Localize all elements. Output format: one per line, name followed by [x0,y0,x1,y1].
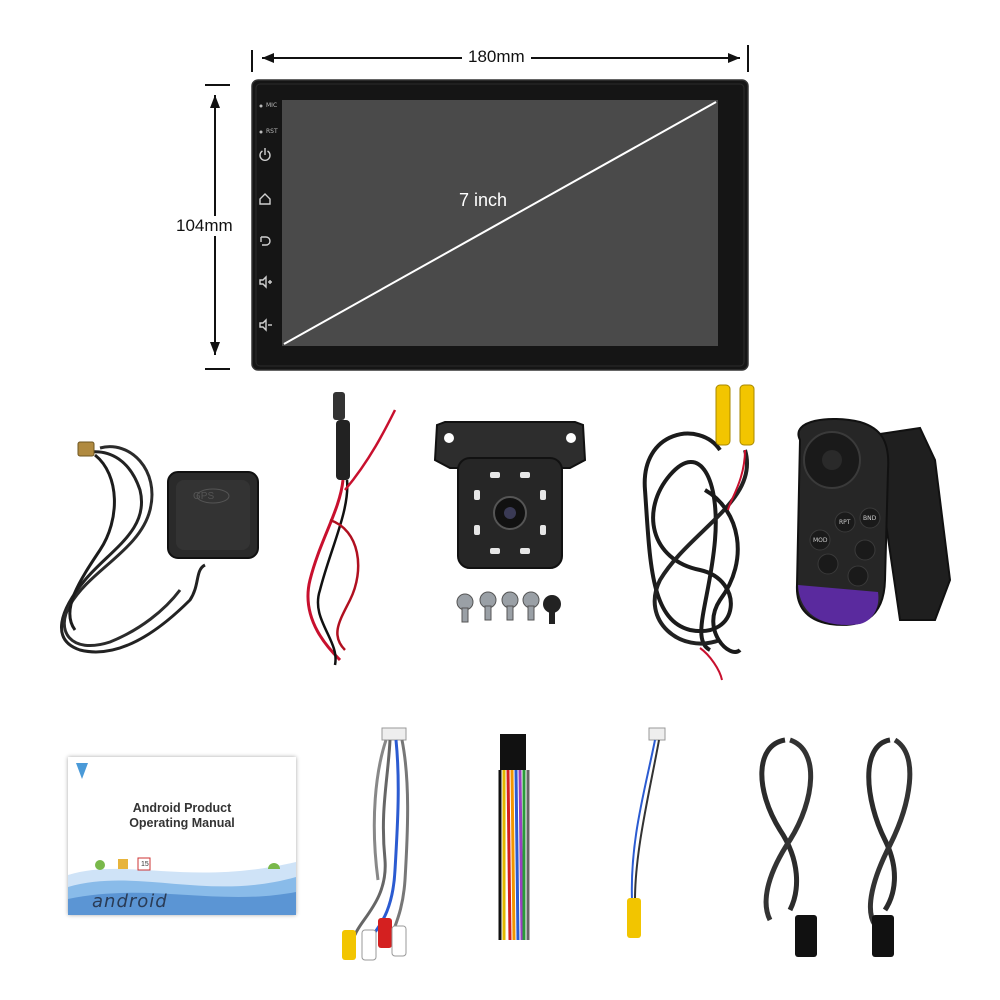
gps-antenna [60,441,259,654]
volume-down-icon[interactable] [259,318,272,332]
manual-brand-word: android [92,891,168,912]
width-label: 180mm [462,47,531,67]
mic-label: MIC [266,102,278,109]
main-wiring-harness [498,734,530,941]
rca-yellow-plug-2 [739,384,755,446]
rca-video-cable [642,384,755,681]
screws [456,591,561,624]
operating-manual: Android Product Operating Manual 15 andr… [68,757,296,915]
usb-cable-1 [759,737,817,957]
height-arrow-down-icon [210,342,220,355]
remote-bnd-label: BND [863,515,877,522]
width-arrow-left-icon [262,53,274,63]
back-icon[interactable] [260,236,271,246]
rst-label: RST [266,128,278,135]
height-arrow-up-icon [210,95,220,108]
manual-title-line1: Android Product [132,801,232,815]
height-label: 104mm [174,216,235,236]
manual-date-badge: 15 [141,861,149,868]
remote-mod-label: MOD [813,537,828,544]
usb-cable-2 [866,737,913,957]
manual-logo-icon [76,763,88,779]
accessories-row-1: RPT BND MOD [60,384,952,681]
home-icon[interactable] [259,193,271,205]
gps-label: GPS [193,491,215,502]
backup-camera [433,421,587,569]
rca-yellow-plug-1 [715,384,731,446]
screen-diagonal-line [283,101,717,345]
android-robot-icon [268,863,280,869]
remote-rpt-label: RPT [839,519,851,526]
manual-title-line2: Operating Manual [129,816,235,830]
power-icon[interactable] [259,148,271,161]
single-rca-cable [627,727,666,938]
volume-up-icon[interactable] [259,275,272,289]
screen-size-label: 7 inch [459,190,508,210]
rca-audio-harness [342,727,410,961]
width-arrow-right-icon [728,53,740,63]
accessories-row-2 [342,727,913,961]
barrel-plug [333,392,345,420]
remote-purple-base [798,585,879,625]
head-unit-figure [205,45,749,371]
power-cable [306,392,397,666]
gps-connector-icon [77,441,95,457]
steering-wheel-remote: RPT BND MOD [795,418,952,626]
